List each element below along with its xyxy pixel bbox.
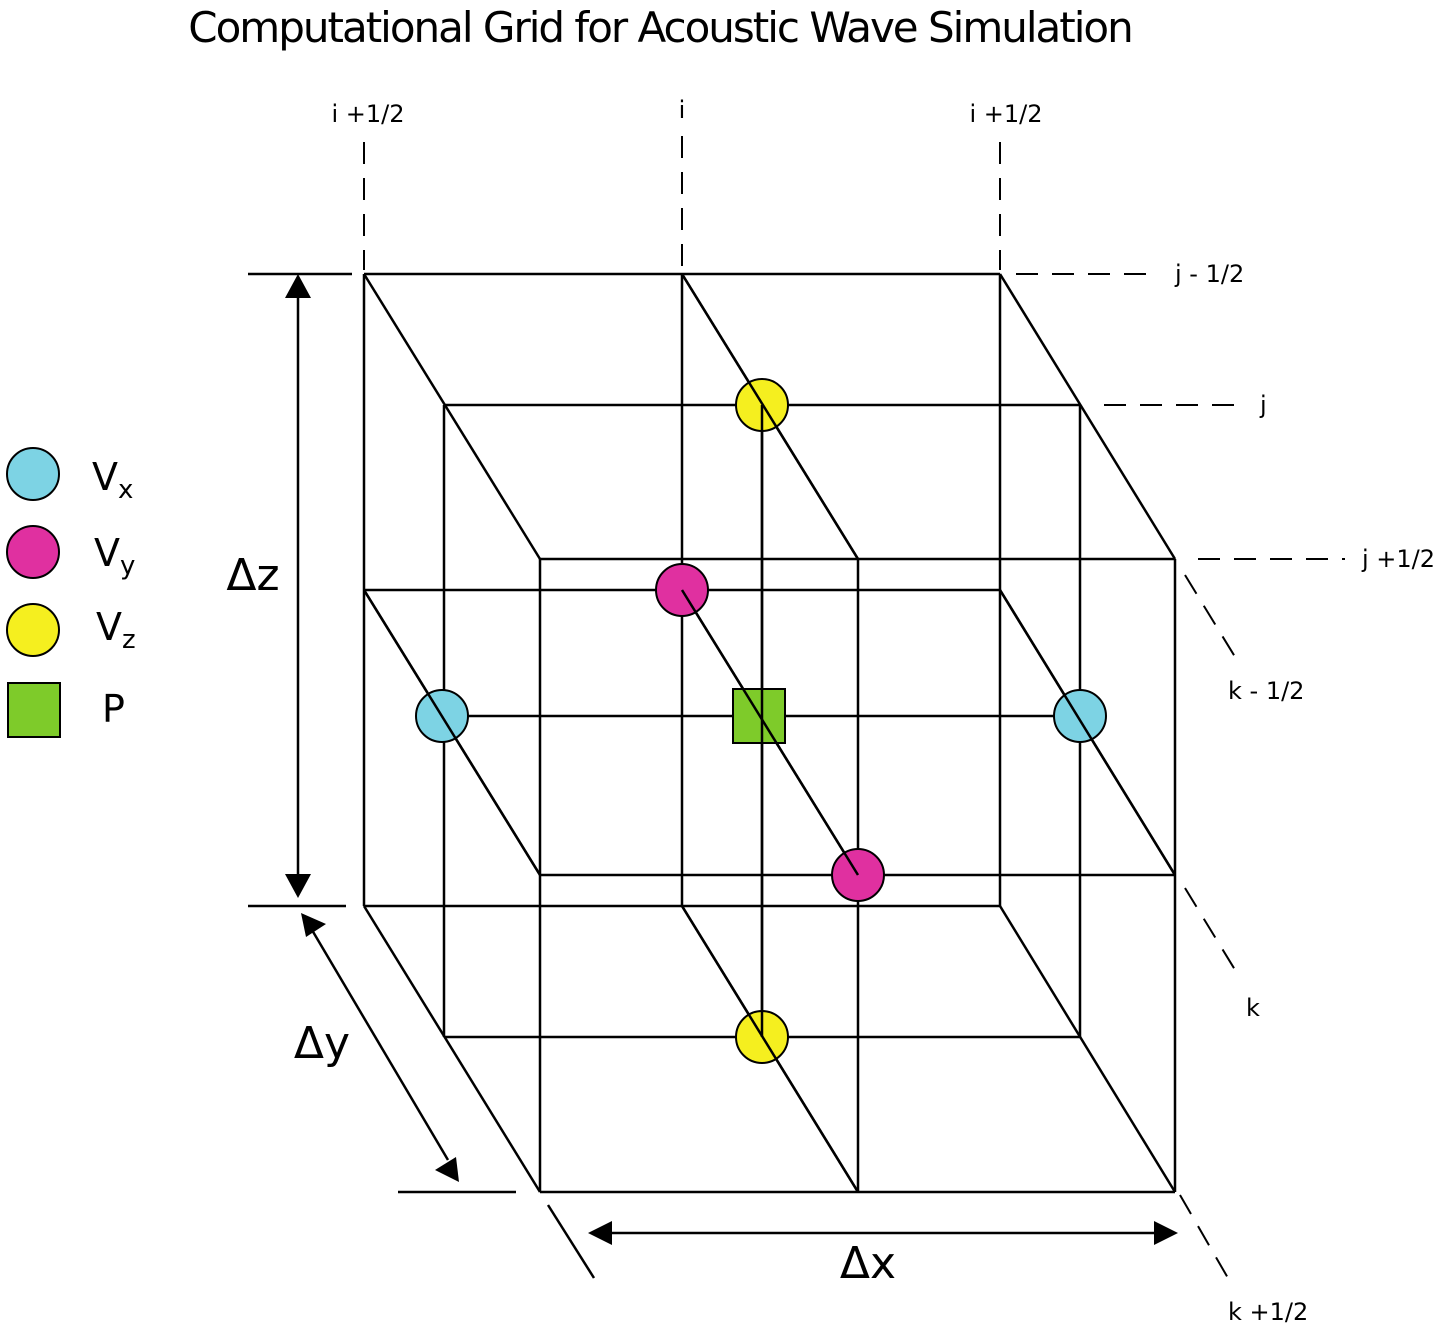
legend-label-vz: Vz (96, 605, 136, 655)
vx-node-right (1053, 689, 1107, 743)
index-labels: i +1/2 i i +1/2 j - 1/2 j j +1/2 k - 1/2… (331, 96, 1433, 1326)
diagram-title: Computational Grid for Acoustic Wave Sim… (188, 3, 1131, 52)
edge (680, 589, 860, 876)
legend-label-vy: Vy (94, 531, 135, 581)
legend-label-vx: Vx (92, 455, 133, 505)
edge (362, 905, 542, 1193)
label-k-top: k - 1/2 (1228, 677, 1304, 705)
dx-tick-left (546, 1204, 596, 1279)
edge (680, 905, 860, 1193)
dy-label: Δy (294, 1018, 350, 1069)
edge (998, 273, 1177, 560)
edge (998, 589, 1177, 876)
dy-arrow-up (301, 913, 326, 937)
dx-arrow-left (588, 1221, 612, 1245)
edge (362, 273, 542, 560)
legend-swatch-vx (6, 447, 60, 501)
guide-k-bottom (1179, 1194, 1233, 1286)
dz-label: Δz (226, 550, 279, 601)
through-lines (362, 273, 1177, 1193)
edge (680, 273, 860, 560)
legend-swatch-p (7, 682, 61, 738)
dimension-markers: Δz Δy Δx (226, 272, 1178, 1289)
label-i-right: i +1/2 (969, 100, 1042, 128)
guide-k-top (1184, 574, 1241, 666)
dx-arrow-right (1154, 1221, 1178, 1245)
dy-shaft (310, 929, 450, 1161)
legend: Vx Vy Vz P (6, 447, 136, 738)
legend-item-vx: Vx (6, 447, 133, 505)
legend-item-vy: Vy (6, 525, 135, 581)
dz-arrow-up (285, 274, 311, 298)
dy-arrow-down (435, 1157, 459, 1182)
label-j-bottom: j +1/2 (1361, 545, 1433, 573)
edge (362, 589, 542, 876)
label-k-mid: k (1246, 994, 1260, 1022)
index-guides (363, 136, 1345, 1286)
label-j-top: j - 1/2 (1174, 260, 1244, 288)
legend-label-p: P (102, 687, 125, 731)
label-i-center: i (679, 96, 686, 124)
guide-k-mid (1184, 887, 1241, 979)
legend-item-p: P (7, 682, 125, 738)
dz-arrow-down (285, 874, 311, 898)
legend-item-vz: Vz (6, 603, 136, 657)
dx-label: Δx (840, 1238, 896, 1289)
edge (998, 905, 1177, 1193)
legend-swatch-vy (6, 525, 60, 579)
label-k-bottom: k +1/2 (1228, 1298, 1308, 1326)
label-j-mid: j (1259, 391, 1267, 419)
label-i-left: i +1/2 (331, 100, 404, 128)
legend-swatch-vz (6, 603, 60, 657)
